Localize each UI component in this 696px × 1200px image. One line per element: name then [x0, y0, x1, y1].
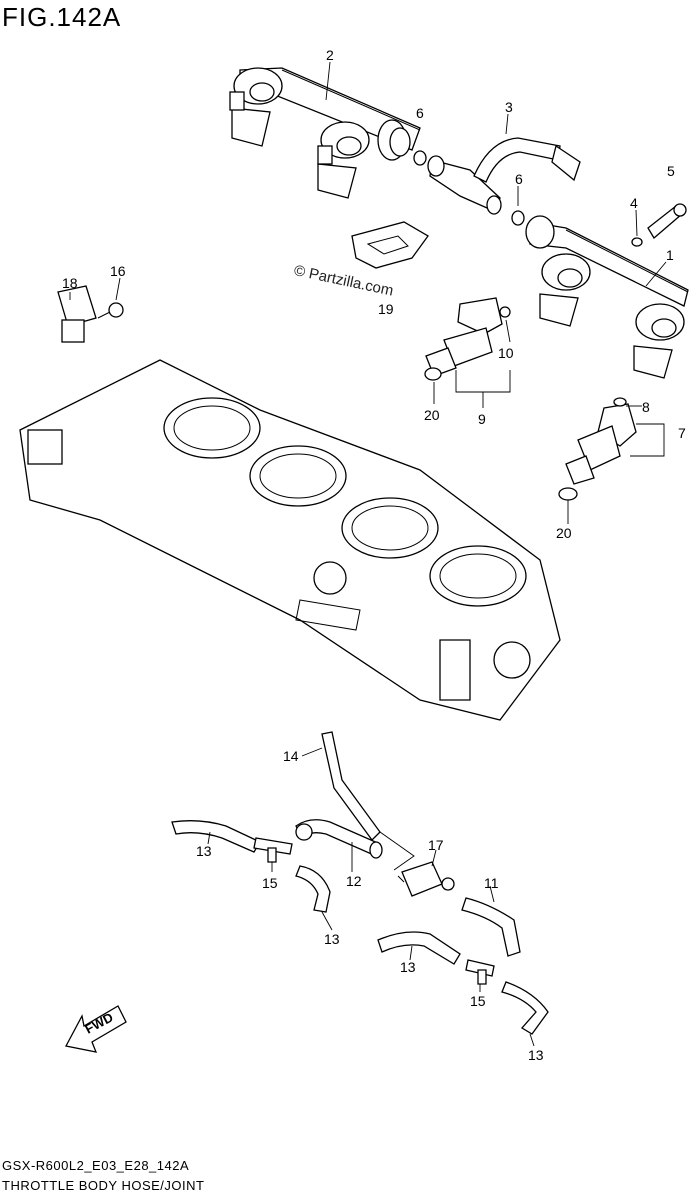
- callout-20-left: 20: [424, 407, 440, 423]
- figure-title: FIG.142A: [2, 2, 122, 32]
- callout-18: 18: [62, 275, 78, 291]
- callout-5: 5: [667, 163, 675, 179]
- injector-holder-upper-right: [317, 121, 370, 199]
- footer-diagram-name: THROTTLE BODY HOSE/JOINT: [2, 1178, 205, 1193]
- callout-10: 10: [498, 345, 514, 361]
- callout-3: 3: [505, 99, 513, 115]
- hose-13-b: [295, 865, 331, 913]
- callout-8: 8: [642, 399, 650, 415]
- throttle-bore-4: [429, 545, 527, 607]
- hose-12: [295, 819, 383, 859]
- washer-4: [631, 237, 643, 247]
- injector-holder-upper-left: [229, 67, 283, 147]
- fuel-rail-upper: [229, 67, 421, 199]
- callout-14: 14: [283, 748, 299, 764]
- o-ring-8: [613, 397, 627, 407]
- injector-holder-lower-right: [633, 303, 685, 379]
- throttle-linkage: [313, 561, 347, 595]
- throttle-side-bracket: [439, 639, 471, 701]
- callout-13-a: 13: [196, 843, 212, 859]
- forward-direction-arrow: FWD: [65, 1005, 127, 1053]
- clamp-19: [351, 221, 429, 269]
- callout-15-b: 15: [470, 993, 486, 1009]
- callout-11: 11: [484, 875, 499, 891]
- throttle-body-assembly: [19, 359, 561, 721]
- callout-9: 9: [478, 411, 486, 427]
- callout-2: 2: [326, 47, 334, 63]
- sensor-18: [57, 285, 97, 343]
- callout-20-right: 20: [556, 525, 572, 541]
- callout-13-c: 13: [400, 959, 416, 975]
- footer-diagram-code: GSX-R600L2_E03_E28_142A: [2, 1158, 190, 1173]
- seal-20-right: [558, 487, 578, 501]
- joint-15-b: [465, 959, 495, 985]
- throttle-bore-1: [163, 397, 261, 459]
- callout-labels: 2 6 3 5 6 4 1 18 16 19 10 20 9 8 7 20 14…: [62, 47, 686, 1063]
- callout-15-a: 15: [262, 875, 278, 891]
- injector-7: [565, 403, 637, 485]
- callout-16: 16: [110, 263, 126, 279]
- callout-13-d: 13: [528, 1047, 544, 1063]
- hose-13-c: [377, 931, 461, 965]
- leader-lines: [69, 61, 667, 1047]
- callout-13-b: 13: [324, 931, 340, 947]
- fuel-pipe-3: [473, 137, 581, 183]
- joint-15-a: [253, 837, 293, 863]
- throttle-pulley: [493, 641, 531, 679]
- throttle-actuator-housing: [27, 429, 63, 465]
- hose-11: [461, 897, 521, 957]
- o-ring-6-top: [413, 150, 427, 166]
- callout-1: 1: [666, 247, 674, 263]
- throttle-bore-2: [249, 445, 347, 507]
- callout-4: 4: [630, 195, 638, 211]
- fuel-joint: [427, 155, 502, 215]
- o-ring-6-mid: [511, 210, 525, 226]
- o-ring-10: [499, 306, 511, 318]
- seal-20-left: [424, 367, 442, 381]
- injector-holder-lower-left: [539, 253, 591, 327]
- injector-9: [425, 297, 503, 377]
- callout-19: 19: [378, 301, 394, 317]
- callout-7: 7: [678, 425, 686, 441]
- screw-16: [97, 302, 124, 319]
- throttle-bore-3: [341, 497, 439, 559]
- callout-6-mid: 6: [515, 171, 523, 187]
- rail-end-fitting-upper: [377, 119, 411, 161]
- valve-17: [397, 861, 455, 897]
- hose-13-d: [501, 981, 549, 1035]
- hose-13-a: [171, 820, 261, 853]
- fuel-rail-lower: [525, 215, 689, 379]
- callout-12: 12: [346, 873, 362, 889]
- bolt-5: [647, 203, 687, 239]
- callout-17: 17: [428, 837, 444, 853]
- callout-6-top: 6: [416, 105, 424, 121]
